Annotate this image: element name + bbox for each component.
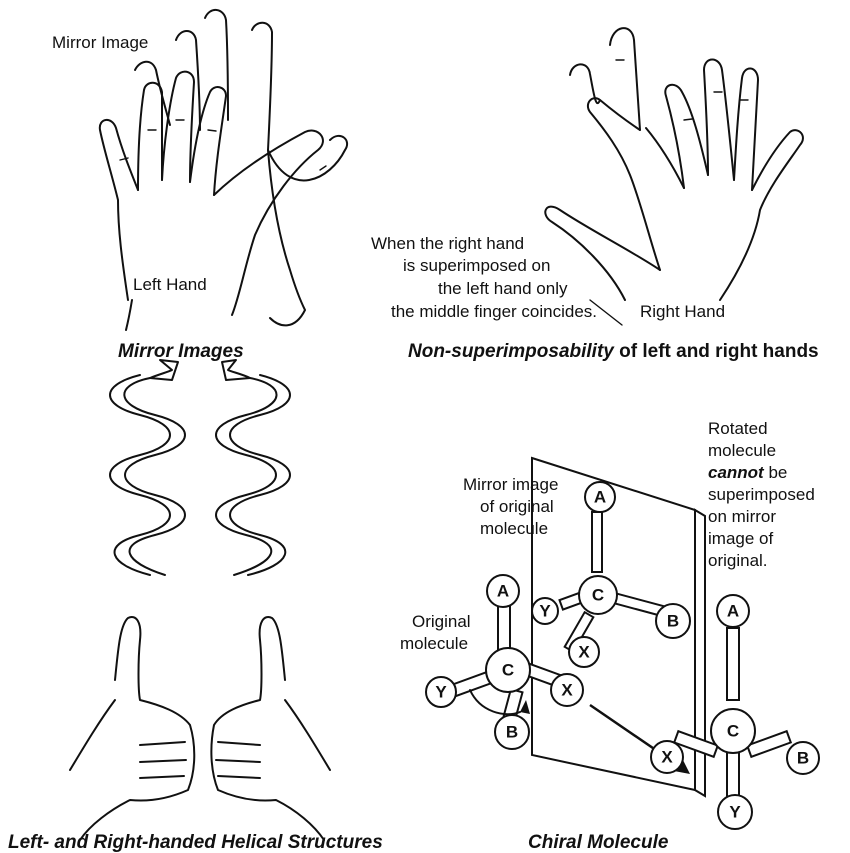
non-superimposability-caption: Non-superimposability of left and right … xyxy=(408,341,819,362)
svg-text:C: C xyxy=(502,661,514,680)
left-thumb-fist xyxy=(70,617,194,840)
mirror-molecule-label: Mirror image of original molecule xyxy=(463,475,558,538)
svg-text:Original: Original xyxy=(412,612,471,631)
svg-text:on mirror: on mirror xyxy=(708,507,776,526)
right-hand-drawing xyxy=(545,28,803,300)
svg-text:Mirror image: Mirror image xyxy=(463,475,558,494)
svg-text:C: C xyxy=(592,586,604,605)
svg-text:image of: image of xyxy=(708,529,773,548)
mirror-image-label: Mirror Image xyxy=(52,33,148,52)
chiral-molecule-caption: Chiral Molecule xyxy=(528,832,669,853)
right-hand-label: Right Hand xyxy=(640,302,725,321)
left-hand-label: Left Hand xyxy=(133,275,207,294)
svg-text:A: A xyxy=(594,488,606,507)
helical-panel: Left- and Right-handed Helical Structure… xyxy=(8,360,383,853)
svg-text:A: A xyxy=(727,602,739,621)
note-line-4: the middle finger coincides. xyxy=(391,302,597,321)
svg-text:X: X xyxy=(661,748,673,767)
svg-text:B: B xyxy=(667,612,679,631)
note-line-2: is superimposed on xyxy=(403,256,550,275)
svg-text:A: A xyxy=(497,582,509,601)
svg-text:molecule: molecule xyxy=(400,634,468,653)
chiral-molecule-panel: A C Y B X A C Y X B xyxy=(400,419,819,853)
svg-text:molecule: molecule xyxy=(708,441,776,460)
svg-text:Y: Y xyxy=(539,602,551,621)
helical-caption: Left- and Right-handed Helical Structure… xyxy=(8,832,383,853)
rotated-molecule-label: Rotated molecule cannot be superimposed … xyxy=(708,419,815,570)
non-superimposability-panel: When the right hand is superimposed on t… xyxy=(371,28,819,362)
original-molecule-label: Original molecule xyxy=(400,612,471,653)
mirror-images-caption: Mirror Images xyxy=(118,341,244,362)
left-helix-ribbon xyxy=(110,360,185,575)
svg-text:C: C xyxy=(727,722,739,741)
right-thumb-fist xyxy=(211,617,330,840)
right-helix-ribbon xyxy=(216,360,290,575)
svg-text:molecule: molecule xyxy=(480,519,548,538)
svg-text:Rotated: Rotated xyxy=(708,419,768,438)
note-text: When the right hand is superimposed on t… xyxy=(371,234,597,321)
svg-text:Y: Y xyxy=(729,803,741,822)
svg-text:superimposed: superimposed xyxy=(708,485,815,504)
svg-text:original.: original. xyxy=(708,551,768,570)
note-line-1: When the right hand xyxy=(371,234,524,253)
svg-text:B: B xyxy=(797,749,809,768)
svg-text:of original: of original xyxy=(480,497,554,516)
mirror-images-panel: Mirror Image Left Hand Mirror Images xyxy=(52,10,347,362)
svg-text:Y: Y xyxy=(435,683,447,702)
svg-text:B: B xyxy=(506,723,518,742)
svg-text:X: X xyxy=(561,681,573,700)
svg-text:cannot be: cannot be xyxy=(708,463,787,482)
svg-text:X: X xyxy=(578,643,590,662)
note-line-3: the left hand only xyxy=(438,279,568,298)
